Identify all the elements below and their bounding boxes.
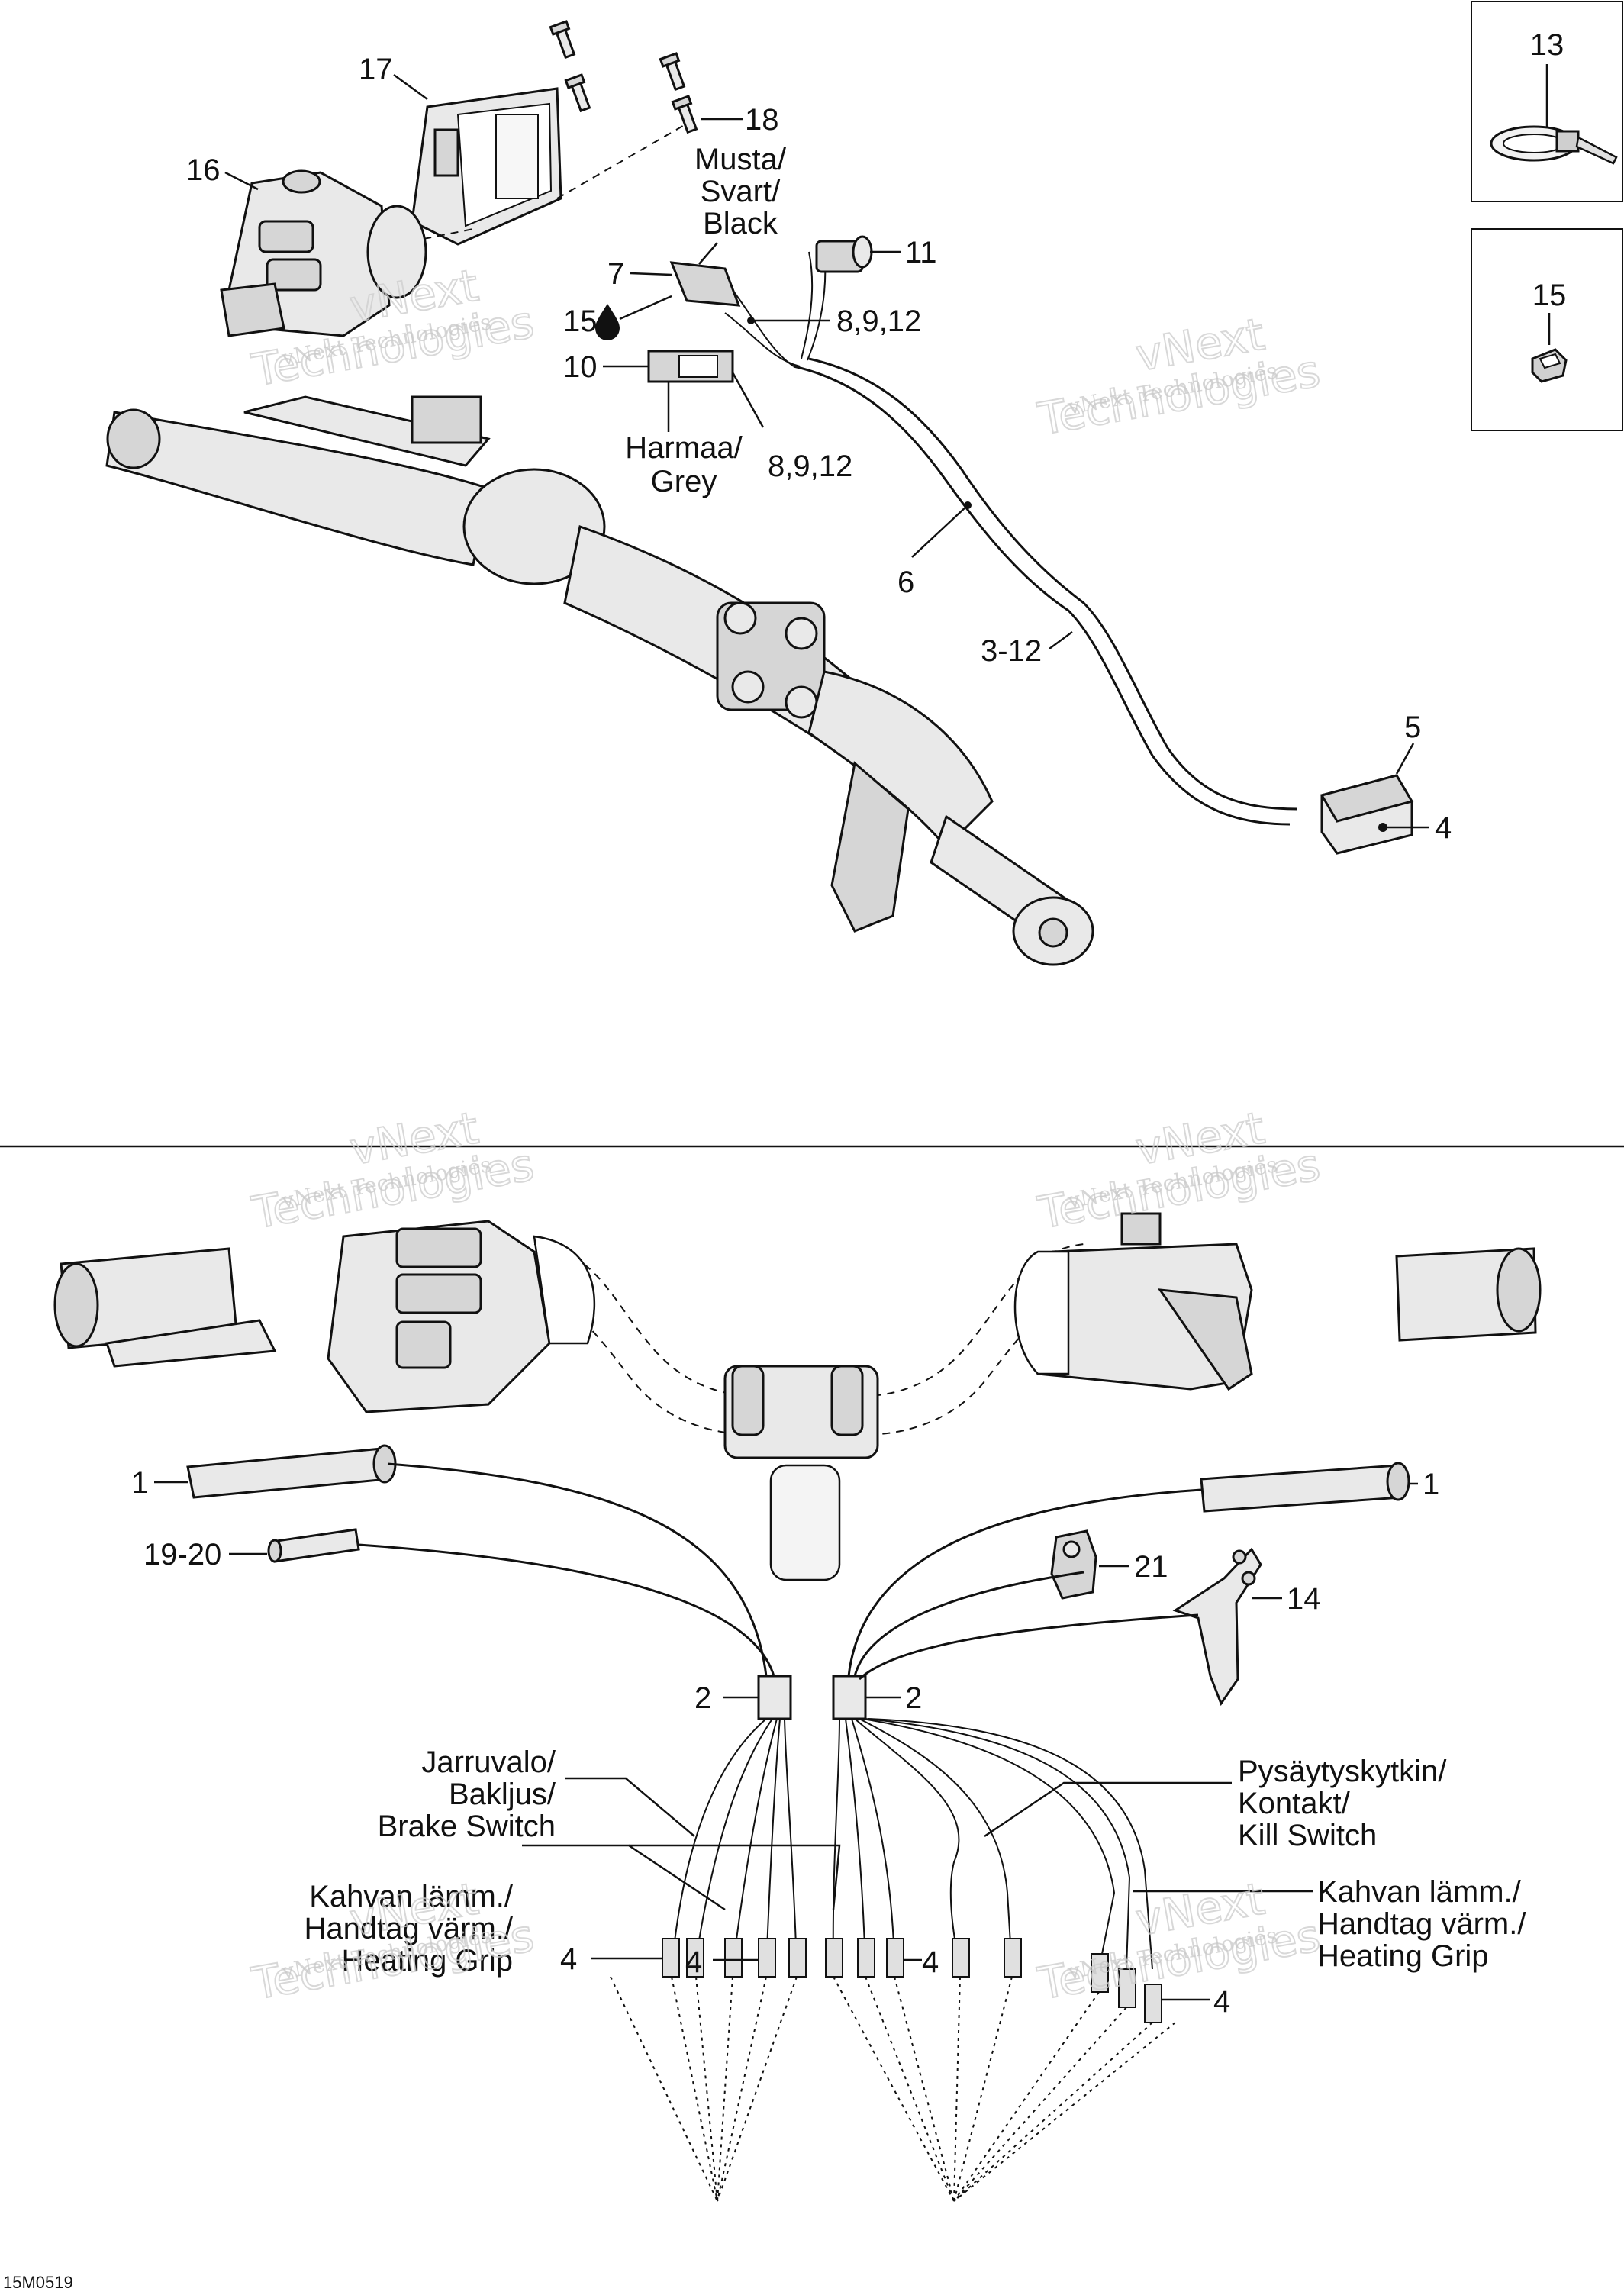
callout-13: 13 [1530, 28, 1564, 62]
drop-icon [595, 304, 620, 340]
callout-18: 18 [745, 103, 779, 137]
svg-text:Kahvan lämm./: Kahvan lämm./ [309, 1880, 514, 1913]
callout-8-a: 8,9,12 [836, 305, 921, 338]
grip-heater-right [1200, 1462, 1410, 1513]
callout-7: 7 [607, 257, 624, 291]
switch-housing-17 [411, 87, 562, 246]
handlebar-bottom [53, 1212, 1542, 1581]
svg-text:Jarruvalo/: Jarruvalo/ [421, 1745, 556, 1779]
callout-4-c: 4 [922, 1945, 939, 1979]
label-black: Musta/ Svart/ Black [694, 143, 787, 240]
callout-8-b: 8,9,12 [768, 450, 852, 483]
svg-text:Pysäytyskytkin/: Pysäytyskytkin/ [1238, 1755, 1447, 1788]
callout-10: 10 [563, 350, 598, 384]
brake-switch-19-20 [267, 1528, 360, 1563]
callout-5: 5 [1404, 711, 1421, 744]
callout-2-right: 2 [905, 1681, 922, 1715]
callout-4-a: 4 [560, 1942, 577, 1976]
callout-11: 11 [905, 236, 937, 269]
callout-19-20: 19-20 [143, 1538, 221, 1571]
kill-switch-14 [1172, 1547, 1262, 1707]
svg-text:Musta/: Musta/ [694, 143, 787, 176]
callout-6: 6 [897, 566, 914, 599]
connector-10 [647, 350, 734, 383]
callout-16: 16 [186, 153, 221, 187]
callout-17: 17 [359, 53, 393, 86]
callout-1-right: 1 [1423, 1468, 1439, 1501]
clip-21 [1050, 1529, 1097, 1600]
connector-block-5 [1320, 774, 1414, 855]
inset-box-13: 13 [1471, 1, 1623, 202]
callout-4-box: 4 [1435, 811, 1452, 845]
callout-4-b: 4 [685, 1945, 702, 1979]
switch-assembly-16 [220, 169, 427, 337]
svg-text:Kontakt/: Kontakt/ [1238, 1787, 1351, 1820]
callout-3-12: 3-12 [981, 634, 1042, 668]
label-kill-switch: Pysäytyskytkin/ Kontakt/ Kill Switch [1238, 1755, 1447, 1852]
callout-4-d: 4 [1213, 1985, 1230, 2019]
callout-1-left: 1 [131, 1466, 148, 1500]
callout-15-drop: 15 [563, 305, 598, 338]
harness-sleeve-left [757, 1675, 792, 1720]
label-grey: Harmaa/ Grey [625, 431, 743, 498]
svg-text:Brake Switch: Brake Switch [378, 1810, 556, 1843]
svg-text:Kill Switch: Kill Switch [1238, 1819, 1377, 1852]
cable-tie-icon [1490, 125, 1618, 165]
callout-15-box: 15 [1532, 279, 1567, 312]
label-heating-grip-right: Kahvan lämm./ Handtag värm./ Heating Gri… [1317, 1875, 1526, 1973]
svg-text:Heating Grip: Heating Grip [341, 1944, 513, 1978]
screw-icon [549, 20, 698, 134]
handlebar-top [105, 395, 1094, 966]
clip-icon [1531, 348, 1568, 383]
harness-sleeve-right [832, 1675, 867, 1720]
callout-2-left: 2 [694, 1681, 711, 1715]
svg-text:Bakljus/: Bakljus/ [449, 1778, 556, 1811]
svg-text:Harmaa/: Harmaa/ [625, 431, 743, 465]
svg-text:Heating Grip: Heating Grip [1317, 1939, 1489, 1973]
inset-box-15: 15 [1471, 228, 1623, 431]
svg-text:Kahvan lämm./: Kahvan lämm./ [1317, 1875, 1522, 1909]
grip-heater-left [186, 1444, 397, 1499]
wiring-harness-bottom [358, 1462, 1202, 2202]
callout-21: 21 [1134, 1550, 1168, 1584]
svg-text:Handtag värm./: Handtag värm./ [1317, 1907, 1526, 1941]
svg-text:Handtag värm./: Handtag värm./ [304, 1912, 514, 1945]
callout-14: 14 [1287, 1582, 1321, 1616]
connector-7 [669, 261, 741, 307]
svg-text:Svart/: Svart/ [701, 175, 781, 208]
diagram-code: 15M0519 [3, 2273, 73, 2292]
svg-text:Black: Black [703, 207, 778, 240]
connector-11 [815, 235, 873, 273]
label-brake-switch: Jarruvalo/ Bakljus/ Brake Switch [378, 1745, 556, 1843]
svg-text:Grey: Grey [651, 465, 717, 498]
label-heating-grip-left: Kahvan lämm./ Handtag värm./ Heating Gri… [304, 1880, 514, 1978]
